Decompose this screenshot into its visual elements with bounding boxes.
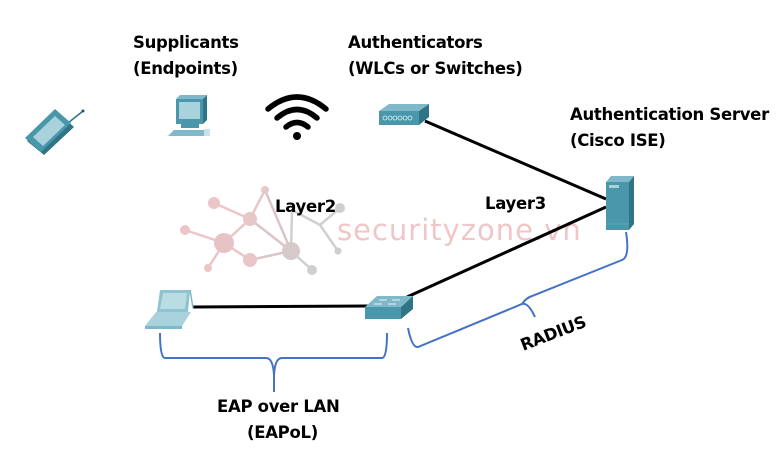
eapol-subtitle: (EAPoL) [247,423,318,442]
supplicants-title: Supplicants [133,33,239,52]
authenticators-subtitle: (WLCs or Switches) [348,59,523,78]
auth-server-subtitle: (Cisco ISE) [570,131,666,150]
auth-server-title: Authentication Server [570,105,769,124]
server-icon [606,176,634,230]
authenticators-title: Authenticators [348,33,483,52]
laptop-icon [145,289,194,329]
eapol-bracket [159,332,388,392]
watermark-text: securityzone.vn [337,213,582,247]
link-switch-to-server [406,205,607,299]
layer3-label: Layer3 [485,194,546,213]
wifi-icon [265,94,329,140]
switch-icon [365,296,413,319]
layer2-label: Layer2 [275,197,336,216]
desktop-pc-icon [168,95,210,136]
wireless-lan-controller-icon [379,104,429,125]
supplicants-subtitle: (Endpoints) [133,59,238,78]
pda-phone-icon [25,109,85,155]
radius-bracket [407,231,629,349]
link-wlc-to-server [424,119,607,201]
eapol-title: EAP over LAN [217,397,340,416]
link-laptop-to-switch [192,304,369,309]
